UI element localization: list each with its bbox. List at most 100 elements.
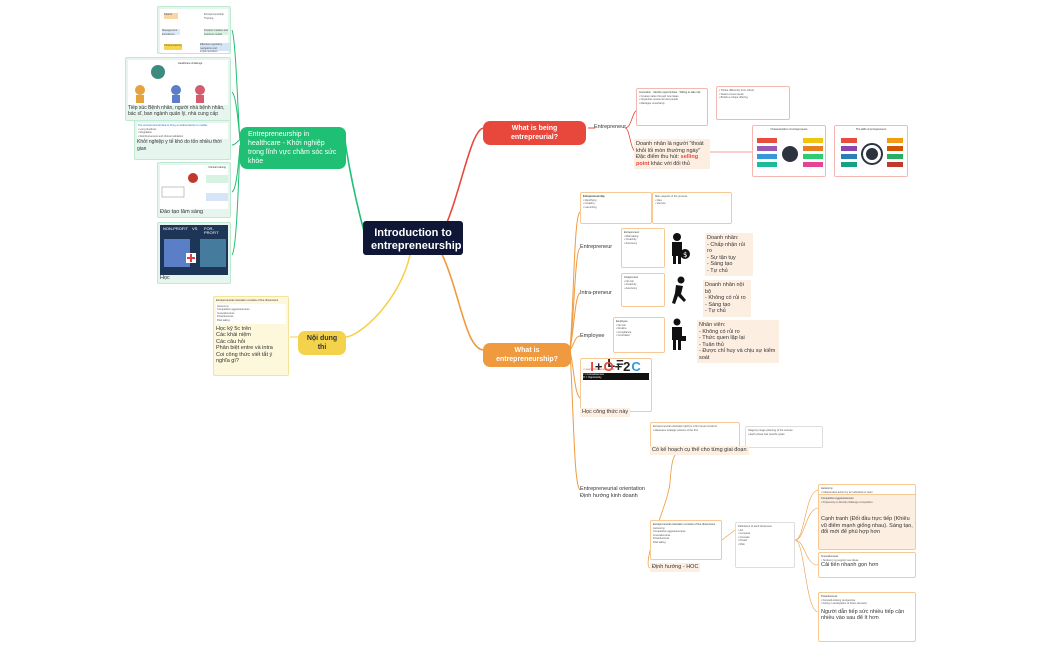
card1-label-clinical: Clinical training	[164, 44, 182, 50]
formula-caption: Học công thức này	[580, 408, 631, 417]
entrepreneur-notes: Doanh nhân: - Chấp nhận rủi ro - Sự tận …	[705, 233, 753, 276]
exam-line-4: Coi công thức viết tắt ý nghĩa gì?	[216, 351, 273, 365]
card5-vs: VS.	[192, 226, 199, 231]
formula-text: L= I+O+2C	[583, 359, 649, 373]
topic-noi-dung-thi[interactable]: Nội dung thi	[298, 331, 346, 355]
infographic-2-title: The skills of entrepreneurs	[855, 128, 887, 131]
entrepreneur-note-3: - Sáng tạo	[707, 261, 733, 267]
entrepreneur-note-2: - Sự tận tụy	[707, 254, 736, 261]
proactiveness-card: Proactiveness • Forward-looking perspect…	[818, 592, 916, 642]
exam-item-0: Autonomy	[217, 304, 229, 308]
innovativeness-card: Innovativeness • Tendency to support new…	[818, 552, 916, 578]
intra-note-0: Doanh nhân nội bộ	[705, 282, 744, 295]
entrepreneurship-detail-card: Main aspects of the process• Idea• Ventu…	[652, 192, 732, 224]
entrepreneur-traits-card: Entrepreneur• Risk taking• Creativity• A…	[621, 228, 665, 268]
note-line-2: Đặc điểm thu hút: selling point khác với…	[636, 154, 708, 167]
eo-label: Định hướng - HOC	[650, 563, 701, 572]
exam-line-3: Phân biệt entre và intra	[216, 345, 273, 352]
plan-card: Entrepreneurial orientation (EO) is a fi…	[650, 422, 740, 448]
employee-traits-card: Employee• No risk• Routine• Compliance• …	[613, 317, 665, 353]
healthcare-card-1: Patient Entrepreneurship Training Manage…	[157, 6, 231, 54]
exam-line-0: Học kỹ 5c trên	[216, 325, 252, 332]
detail-card: • Thinks differently from others • Seeks…	[716, 86, 790, 120]
entrepreneur-note-0: Doanh nhân:	[707, 235, 739, 241]
caption-clinical-training: Đào tạo lâm sàng	[160, 209, 204, 215]
exam-line-2: Các câu hỏi	[216, 338, 246, 345]
card1-label-product: Product creation and business model	[204, 29, 228, 36]
exam-content-card: Entrepreneurial orientation consists of …	[213, 296, 289, 376]
eo-item-0: Autonomy	[653, 526, 665, 530]
employee-note-0: Nhân viên:	[699, 322, 726, 328]
card1-label-training: Entrepreneurship Training	[204, 13, 224, 20]
eo-item-4: Risk taking	[653, 540, 666, 544]
characteristics-infographic: Characteristics of entrepreneurs	[752, 125, 826, 177]
label-entrepreneurial-orientation[interactable]: Entrepreneurial orientation Định hướng k…	[580, 486, 645, 499]
eo-dimensions-card: Entrepreneurial orientation consists of …	[650, 520, 722, 560]
formula-plus-1: +	[594, 358, 604, 374]
employee-notes: Nhân viên: - Không có rủi ro - Thức quen…	[697, 320, 779, 363]
card1-label-management: Management Excellence	[162, 29, 180, 36]
exam-line-1: Các khái niệm	[216, 332, 251, 339]
formula-card: L= I+O+2C • Level of Entrepreneurship I …	[580, 358, 652, 412]
card4-label-clinical: Clinical training	[208, 166, 226, 169]
employee-note-3: - Tuân thủ	[699, 341, 724, 348]
topic-what-is-being-entrepreneurial[interactable]: What is being entrepreurial?	[483, 121, 586, 145]
central-topic[interactable]: Introduction to entrepreneurship	[363, 221, 463, 255]
card5-forprofit: FOR-PROFIT	[204, 226, 219, 235]
topic-what-is-entrepreneurship[interactable]: What is entrepreneurship?	[483, 343, 571, 367]
plan-label: Có kế hoạch cụ thể cho từng giai đoạn	[650, 446, 749, 455]
employee-note-4: - Được chỉ huy và chịu sự kiểm soát	[699, 348, 776, 361]
exam-item-3: Proactiveness	[217, 315, 234, 319]
note-line-2-post: khác với đối thủ	[649, 160, 690, 167]
label-entrepreneur[interactable]: Entrepreneur	[580, 244, 613, 250]
exam-item-4: Risk taking	[217, 318, 230, 322]
healthcare-people-illustration	[135, 65, 205, 103]
innovativeness-note: Cải tiến nhanh gọn hơn	[821, 562, 879, 569]
hospital-comparison-illustration	[164, 239, 226, 267]
intra-note-2: - Sáng tạo	[705, 301, 731, 308]
healthcare-card-2: Healthcare challenge Tiếp xúc Bệnh nhân,…	[125, 57, 231, 121]
card2-title: Healthcare challenge	[178, 62, 203, 65]
employee-note-2: - Thức quen lặp lại	[699, 335, 745, 341]
intra-note-3: - Tự chủ	[705, 308, 726, 314]
eo-item-3: Proactiveness	[653, 537, 670, 541]
entrepreneur-note: Doanh nhân là người "thoát khỏi lối mòn …	[634, 139, 710, 169]
skills-infographic: The skills of entrepreneurs	[834, 125, 908, 177]
healthcare-card-3: The entrepreneurial idea to bring a medi…	[134, 120, 231, 160]
card1-label-regulatory: Effective regulatory navigation and impl…	[200, 43, 230, 53]
plan-detail-card: Stage-by-stage planning of the venture• …	[745, 426, 823, 448]
formula-c: C	[631, 358, 642, 374]
formula-o: O	[603, 358, 615, 374]
clinical-training-diagram	[161, 173, 228, 201]
eo-item-1: Competitive aggressiveness	[653, 530, 686, 534]
healthcare-card-5: NON-PROFIT VS. FOR-PROFIT Học	[157, 222, 231, 284]
infographic-1-title: Characteristics of entrepreneurs	[770, 128, 808, 131]
exam-item-1: Competitive aggressiveness	[217, 308, 250, 312]
running-person-icon	[668, 276, 690, 311]
note-line-2-pre: Đặc điểm thu hút:	[636, 154, 681, 160]
entrepreneur-note-1: - Chấp nhận rủi ro	[707, 241, 745, 255]
topic-healthcare[interactable]: Entrepreneurship in healthcare - Khởi ng…	[240, 127, 346, 169]
svg-text:$: $	[683, 251, 687, 259]
skills-diagram	[841, 137, 903, 167]
caption-hoc: Học	[160, 275, 170, 281]
subtopic-entrepreneur[interactable]: Entrepreneur	[594, 124, 627, 130]
caption-stakeholders: Tiếp xúc Bệnh nhân, người nhà bệnh nhân,…	[128, 105, 225, 117]
label-employee[interactable]: Employee	[580, 333, 605, 339]
selling-point-text: selling point	[636, 154, 699, 167]
entrepreneur-note-4: - Tự chủ	[707, 267, 728, 274]
businessman-money-icon: $	[668, 232, 690, 267]
eo-detail-card: Definitions of each dimension• Act• Comp…	[735, 522, 795, 568]
card5-nonprofit: NON-PROFIT	[163, 226, 188, 231]
note-line-1: Doanh nhân là người "thoát khỏi lối mòn …	[636, 141, 704, 154]
employee-note-1: - Không có rủi ro	[699, 328, 740, 335]
characteristics-diagram	[757, 137, 823, 167]
caption-time-consuming: Khởi nghiệp y tế khó do tốn nhiều thời g…	[137, 139, 222, 152]
label-intrapreneur[interactable]: Intra-preneur	[580, 290, 612, 296]
eo-item-2: Innovativeness	[653, 533, 671, 537]
formula-plus-2: +2	[614, 358, 632, 374]
healthcare-card-4: Clinical training Đào tạo lâm sàng	[157, 162, 231, 218]
card1-label-patient: Patient	[164, 13, 178, 19]
definition-card: Innovation · Identify opportunities · Wi…	[636, 88, 708, 126]
